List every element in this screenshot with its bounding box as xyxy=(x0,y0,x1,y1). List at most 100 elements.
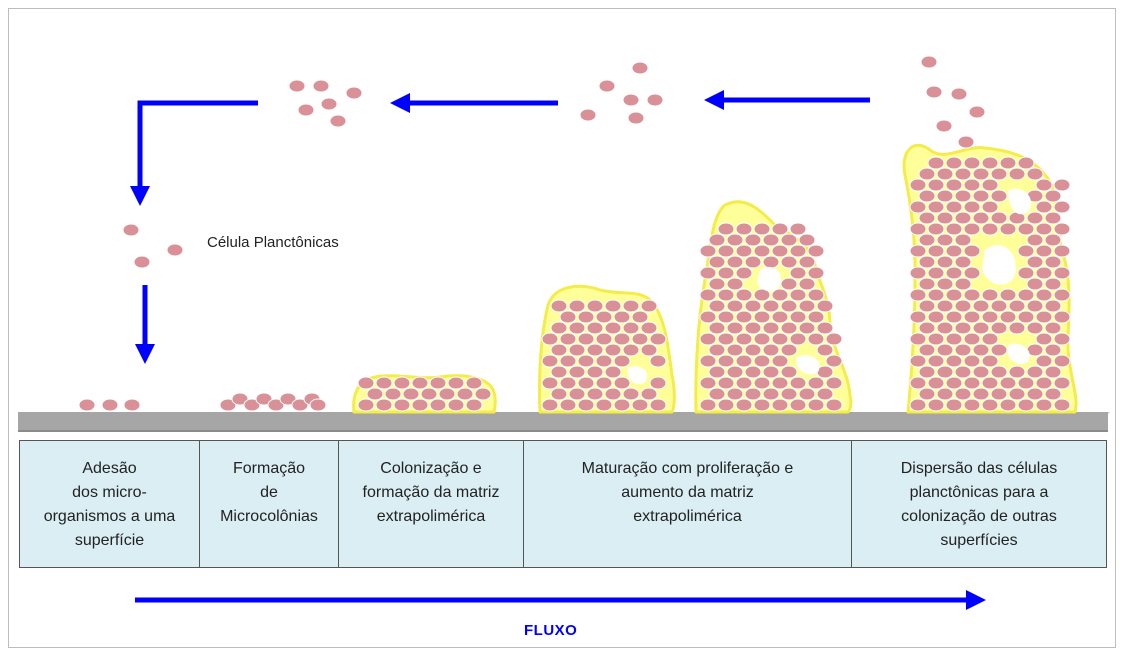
microbial-cell xyxy=(990,321,1008,335)
microbial-cell xyxy=(990,211,1008,225)
microbial-cell xyxy=(925,85,943,99)
microbial-cell xyxy=(807,288,825,302)
microbial-cell xyxy=(366,387,384,401)
microbial-cell xyxy=(613,354,631,368)
microbial-cell xyxy=(999,310,1017,324)
microbial-cell xyxy=(789,244,807,258)
microbial-cell xyxy=(1053,178,1071,192)
microbial-cell xyxy=(541,376,559,390)
microbial-cell xyxy=(753,376,771,390)
microbial-cell xyxy=(807,376,825,390)
microbial-cell xyxy=(909,398,927,412)
microbial-cell xyxy=(1035,200,1053,214)
microbial-cell xyxy=(972,321,990,335)
microbial-cell xyxy=(1008,387,1026,401)
microbial-cell xyxy=(1035,398,1053,412)
microbial-cell xyxy=(798,387,816,401)
microbial-cell xyxy=(595,398,613,412)
microbial-cell xyxy=(753,354,771,368)
microbial-cell xyxy=(762,343,780,357)
microbial-cell xyxy=(559,354,577,368)
microbial-cell xyxy=(762,233,780,247)
microbial-cell xyxy=(909,376,927,390)
microbial-cell xyxy=(717,266,735,280)
microbial-cell xyxy=(717,332,735,346)
microbial-cell xyxy=(753,288,771,302)
microbial-cell xyxy=(744,255,762,269)
microbial-cell xyxy=(771,354,789,368)
microbial-cell xyxy=(954,387,972,401)
microbial-cell xyxy=(699,266,717,280)
microbial-cell xyxy=(1026,321,1044,335)
microbial-cell xyxy=(990,167,1008,181)
microbial-cell xyxy=(927,178,945,192)
microbial-cell xyxy=(945,156,963,170)
microbial-cell xyxy=(999,398,1017,412)
microbial-cell xyxy=(909,266,927,280)
microbial-cell xyxy=(909,354,927,368)
microbial-cell xyxy=(798,299,816,313)
microbial-cell xyxy=(771,376,789,390)
microbial-cell xyxy=(918,365,936,379)
microbial-cell xyxy=(1053,310,1071,324)
microbial-cell xyxy=(717,398,735,412)
microbial-cell xyxy=(586,343,604,357)
microbial-cell xyxy=(568,365,586,379)
microbial-cell xyxy=(726,321,744,335)
microbial-cell xyxy=(945,222,963,236)
microbial-cell xyxy=(945,200,963,214)
microbial-cell xyxy=(101,398,119,412)
microbial-cell xyxy=(918,211,936,225)
microbial-cell xyxy=(577,376,595,390)
microbial-cell xyxy=(568,299,586,313)
microbial-cell xyxy=(627,111,645,125)
microbial-cell xyxy=(780,387,798,401)
microbial-cell xyxy=(1026,211,1044,225)
microbial-cell xyxy=(780,255,798,269)
microbial-cell xyxy=(1053,288,1071,302)
microbial-cell xyxy=(474,387,492,401)
microbial-cell xyxy=(622,93,640,107)
microbial-cell xyxy=(950,87,968,101)
microbial-cell xyxy=(981,332,999,346)
microbial-cell xyxy=(717,288,735,302)
microbial-cell xyxy=(927,310,945,324)
microbial-cell xyxy=(631,398,649,412)
microbial-cell xyxy=(1053,200,1071,214)
microbial-cell xyxy=(577,354,595,368)
microbial-cell xyxy=(735,288,753,302)
microbial-cell xyxy=(622,343,640,357)
microbial-cell xyxy=(717,310,735,324)
microbial-cell xyxy=(945,288,963,302)
microbial-cell xyxy=(927,244,945,258)
microbial-cell xyxy=(133,255,151,269)
microbial-cell xyxy=(559,376,577,390)
microbial-cell xyxy=(541,398,559,412)
microbial-cell xyxy=(447,398,465,412)
microbial-cell xyxy=(699,398,717,412)
microbial-cell xyxy=(1044,255,1062,269)
microbial-cell xyxy=(927,398,945,412)
microbial-cell xyxy=(1035,244,1053,258)
microbial-cell xyxy=(559,310,577,324)
microbial-cell xyxy=(402,387,420,401)
microbial-cell xyxy=(927,266,945,280)
microbial-cell xyxy=(936,277,954,291)
microbial-cell xyxy=(699,376,717,390)
microbial-cell xyxy=(1053,376,1071,390)
microbial-cell xyxy=(945,376,963,390)
microbial-cell xyxy=(990,387,1008,401)
microbial-cell xyxy=(807,244,825,258)
microbial-cell xyxy=(411,398,429,412)
microbial-cell xyxy=(375,376,393,390)
microbial-cell xyxy=(420,387,438,401)
microbial-cell xyxy=(936,255,954,269)
microbial-cell xyxy=(954,343,972,357)
microbial-cell xyxy=(909,200,927,214)
microbial-cell xyxy=(708,365,726,379)
microbial-cell xyxy=(744,387,762,401)
microbial-cell xyxy=(1017,398,1035,412)
microbial-cell xyxy=(825,354,843,368)
microbial-cell xyxy=(604,387,622,401)
